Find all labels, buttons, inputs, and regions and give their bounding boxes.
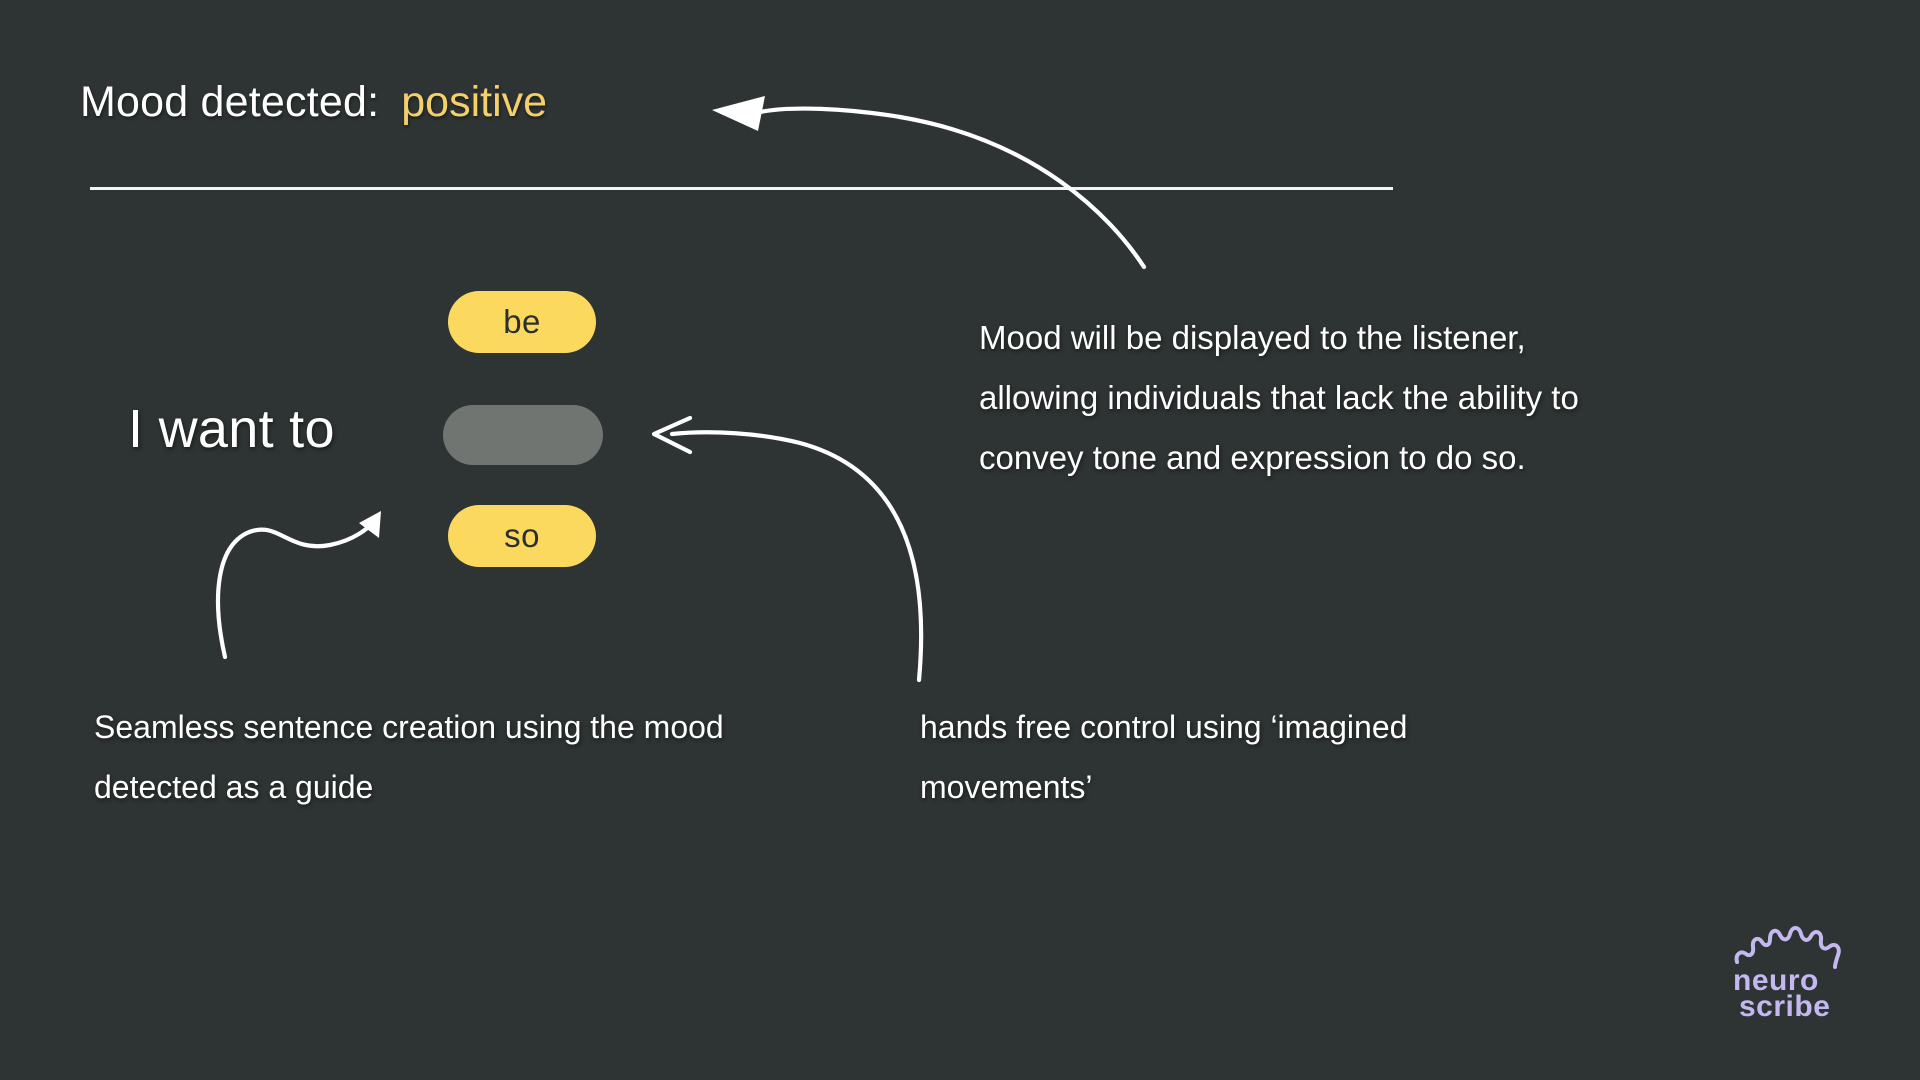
word-pill-so-label: so: [504, 517, 540, 554]
mood-detected-row: Mood detected: positive: [80, 78, 547, 127]
header-divider: [90, 187, 1393, 190]
word-pill-empty-slot[interactable]: [443, 405, 603, 465]
mood-detected-label: Mood detected:: [80, 78, 380, 126]
word-pill-be-label: be: [503, 303, 541, 340]
neuroscribe-logo: neuro scribe: [1725, 912, 1845, 1022]
annotation-mood-display: Mood will be displayed to the listener, …: [979, 319, 1579, 476]
word-pill-be[interactable]: be: [448, 291, 596, 353]
svg-text:scribe: scribe: [1739, 990, 1830, 1022]
annotation-seamless-sentence: Seamless sentence creation using the moo…: [94, 709, 724, 805]
neuroscribe-logo-icon: neuro scribe: [1733, 926, 1841, 1022]
mood-detected-value: positive: [401, 78, 548, 126]
annotation-hands-free: hands free control using ‘imagined movem…: [920, 709, 1408, 805]
arrow-to-empty-pill-icon: [651, 415, 924, 683]
arrow-to-suggestions-icon: [216, 511, 381, 660]
sentence-prefix-text: I want to: [128, 399, 335, 459]
word-pill-so[interactable]: so: [448, 505, 596, 567]
arrow-to-mood-value-icon: [712, 96, 1147, 270]
svg-text:neuro: neuro: [1733, 964, 1819, 997]
